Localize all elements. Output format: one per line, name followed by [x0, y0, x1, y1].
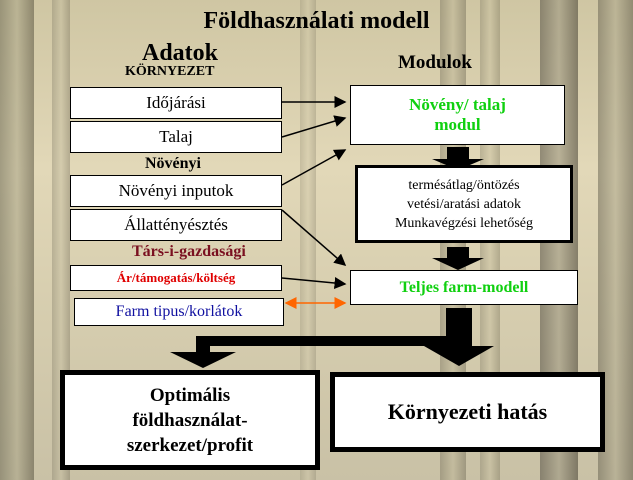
result-kornyezeti-hatas: Környezeti hatás	[330, 372, 605, 452]
arrow-allat-to-farm	[281, 209, 347, 266]
result-optimalis-line1: Optimális	[149, 384, 231, 406]
module-noveny-talaj: Növény/ talaj modul	[350, 85, 565, 145]
input-talaj-label: Talaj	[159, 127, 193, 146]
page-title: Földhasználati modell	[203, 8, 430, 34]
input-allattenyesztes-label: Állattényésztés	[124, 215, 228, 234]
module-noveny-talaj-line1: Növény/ talaj	[409, 95, 506, 114]
arrow-novenyi-to-modul	[281, 149, 347, 186]
input-idojarasi: Időjárási	[70, 87, 282, 119]
input-novenyi-inputok-label: Növényi inputok	[118, 181, 234, 200]
block-arrow-left-head	[170, 352, 236, 368]
group-label-novenyi: Növényi	[145, 155, 201, 172]
group-label-tarsadalmi: Társ-i-gazdasági	[132, 243, 246, 260]
block-arrow-2-shaft	[447, 247, 469, 258]
block-arrow-1-head	[432, 159, 484, 170]
heading-adatok: Adatok	[142, 40, 219, 66]
module-outputs-line3: Munkavégzési lehetőség	[394, 215, 533, 231]
block-arrow-right-head	[424, 346, 494, 366]
arrow-ar-to-farm	[281, 277, 347, 289]
module-teljes-farm-label: Teljes farm-modell	[399, 278, 529, 296]
input-farm-tipus: Farm tipus/korlátok	[74, 298, 284, 326]
arrow-talaj-to-modul	[281, 115, 347, 138]
input-allattenyesztes: Állattényésztés	[70, 209, 282, 241]
heading-modulok: Modulok	[398, 52, 472, 73]
input-ar-tamogatas: Ár/támogatás/költség	[70, 265, 282, 291]
group-label-kornyezet: KÖRNYEZET	[125, 64, 215, 79]
input-talaj: Talaj	[70, 121, 282, 153]
result-optimalis-line3: szerkezet/profit	[126, 434, 254, 456]
input-farm-tipus-label: Farm tipus/korlátok	[115, 303, 243, 320]
block-arrow-1-shaft	[447, 147, 469, 159]
module-teljes-farm: Teljes farm-modell	[350, 270, 578, 305]
module-outputs-line2: vetési/aratási adatok	[407, 196, 521, 212]
input-idojarasi-label: Időjárási	[146, 93, 206, 112]
input-novenyi-inputok: Növényi inputok	[70, 175, 282, 207]
result-optimalis-line2: földhasználat-	[132, 409, 248, 431]
block-arrow-2-head	[432, 258, 484, 270]
block-arrow-horizontal-bar	[196, 336, 472, 346]
module-outputs: termésátlag/öntözés vetési/aratási adato…	[355, 165, 573, 243]
result-optimalis: Optimális földhasználat- szerkezet/profi…	[60, 370, 320, 470]
module-noveny-talaj-line2: modul	[434, 115, 481, 134]
block-arrow-left-stem	[196, 336, 210, 352]
input-ar-tamogatas-label: Ár/támogatás/költség	[116, 270, 236, 285]
result-kornyezeti-hatas-label: Környezeti hatás	[387, 399, 548, 424]
module-outputs-line1: termésátlag/öntözés	[408, 177, 520, 193]
